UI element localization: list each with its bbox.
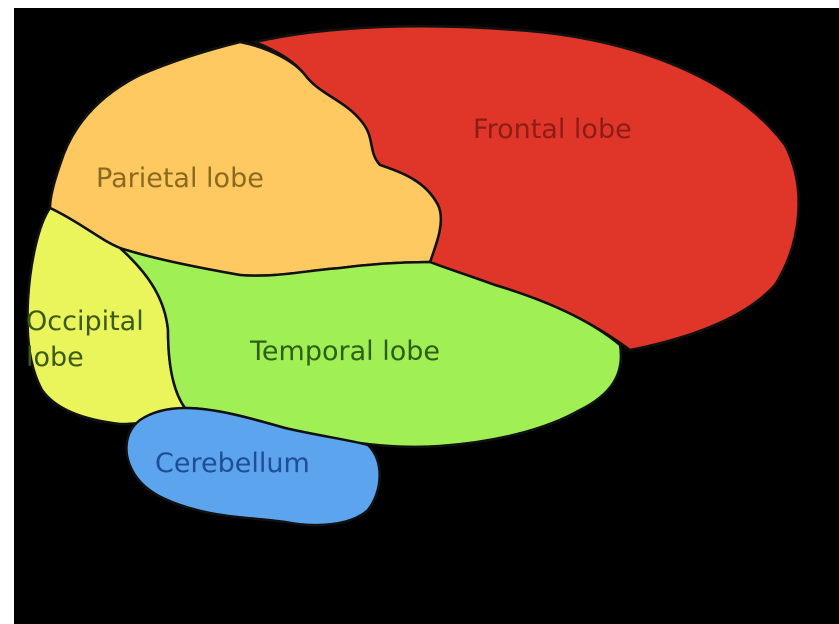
- brain-lobes-diagram: Frontal lobe Parietal lobe Occipital lob…: [14, 8, 839, 624]
- occipital-lobe-label-line2: lobe: [26, 342, 84, 373]
- temporal-lobe-label: Temporal lobe: [249, 336, 440, 367]
- frontal-lobe-label: Frontal lobe: [473, 114, 632, 145]
- cerebellum-label: Cerebellum: [155, 448, 310, 479]
- occipital-lobe-label-line1: Occipital: [26, 306, 144, 337]
- parietal-lobe-label: Parietal lobe: [96, 163, 264, 194]
